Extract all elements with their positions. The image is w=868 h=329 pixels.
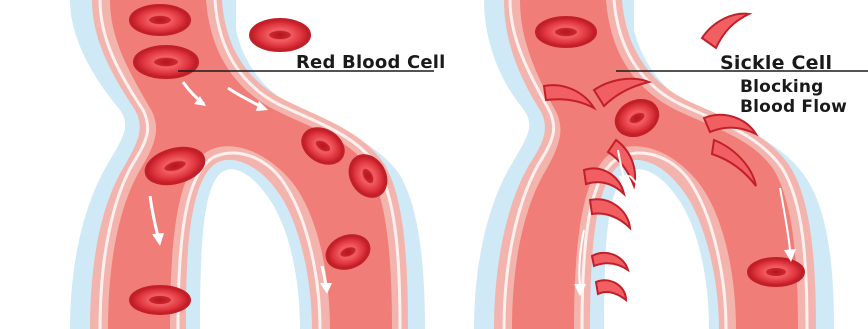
red-blood-cell-label: Red Blood Cell [296,52,446,73]
blocking-label-line2: Blood Flow [740,97,847,117]
red-blood-cell [748,258,804,286]
sickle-cell-label: Sickle Cell [720,52,832,74]
red-blood-cell [536,17,596,47]
normal-flow-panel [0,0,434,329]
normal-vessel-illustration [0,0,434,329]
sickle-vessel-illustration [434,0,868,329]
blocking-label-line1: Blocking [740,77,824,97]
red-blood-cell [250,19,310,51]
sickle-cell [702,14,749,48]
red-blood-cell [130,5,190,35]
red-blood-cell [134,46,198,78]
sickle-flow-panel [434,0,868,329]
red-blood-cell [130,286,190,314]
